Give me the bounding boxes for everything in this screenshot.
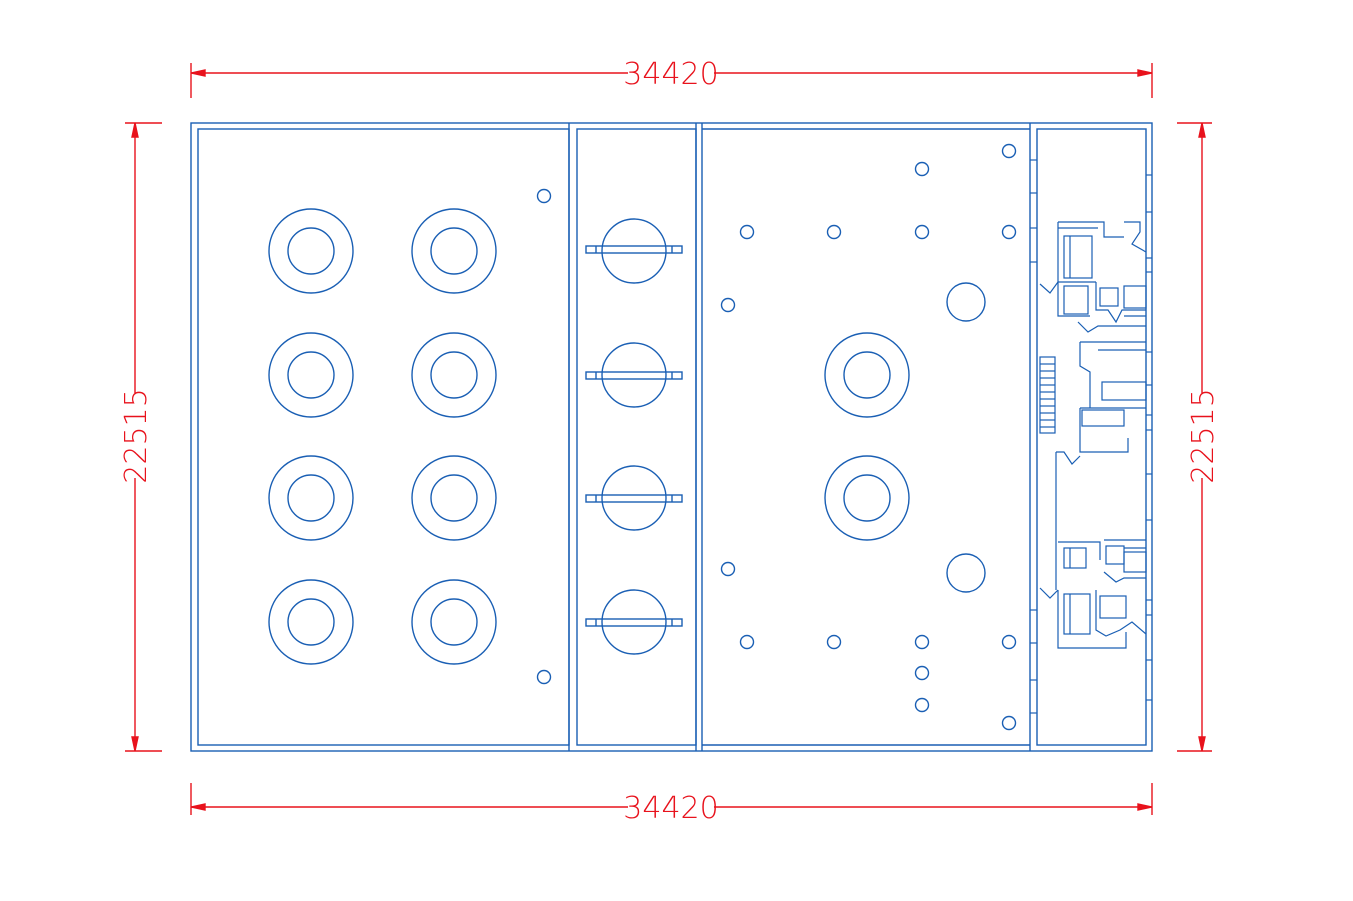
tank xyxy=(268,208,354,294)
top-width-dimension: 34420 xyxy=(190,57,1153,98)
pump-circle xyxy=(946,282,986,322)
reactor xyxy=(824,332,910,418)
tank-group xyxy=(268,208,497,665)
tank xyxy=(411,208,497,294)
vessel xyxy=(585,218,683,284)
bottom-width-label: 34420 xyxy=(623,791,718,826)
tank xyxy=(411,455,497,541)
zone-process-room xyxy=(576,128,697,746)
top-width-label: 34420 xyxy=(623,57,718,92)
office-rooms xyxy=(1030,159,1152,714)
vessel-group xyxy=(585,218,683,655)
tank xyxy=(411,332,497,418)
vessel xyxy=(585,342,683,408)
building-plan xyxy=(190,122,1153,752)
left-height-label: 22515 xyxy=(119,388,154,483)
left-height-dimension: 22515 xyxy=(119,122,162,752)
right-height-label: 22515 xyxy=(1186,388,1221,483)
dimension-annotations: 34420 34420 22515 xyxy=(119,57,1221,826)
tank xyxy=(268,332,354,418)
vessel xyxy=(585,465,683,531)
column-marker xyxy=(536,669,552,685)
pump-circle xyxy=(946,553,986,593)
zone-tank-hall xyxy=(197,128,570,746)
staircase xyxy=(1039,356,1056,434)
tank xyxy=(268,579,354,665)
column-marker xyxy=(536,188,552,204)
reactor xyxy=(824,455,910,541)
column-markers xyxy=(720,143,1017,731)
vessel xyxy=(585,589,683,655)
zone-office-strip xyxy=(1036,128,1147,746)
outer-wall xyxy=(190,122,1153,752)
tank xyxy=(268,455,354,541)
bottom-width-dimension: 34420 xyxy=(190,783,1153,826)
right-height-dimension: 22515 xyxy=(1177,122,1221,752)
tank xyxy=(411,579,497,665)
